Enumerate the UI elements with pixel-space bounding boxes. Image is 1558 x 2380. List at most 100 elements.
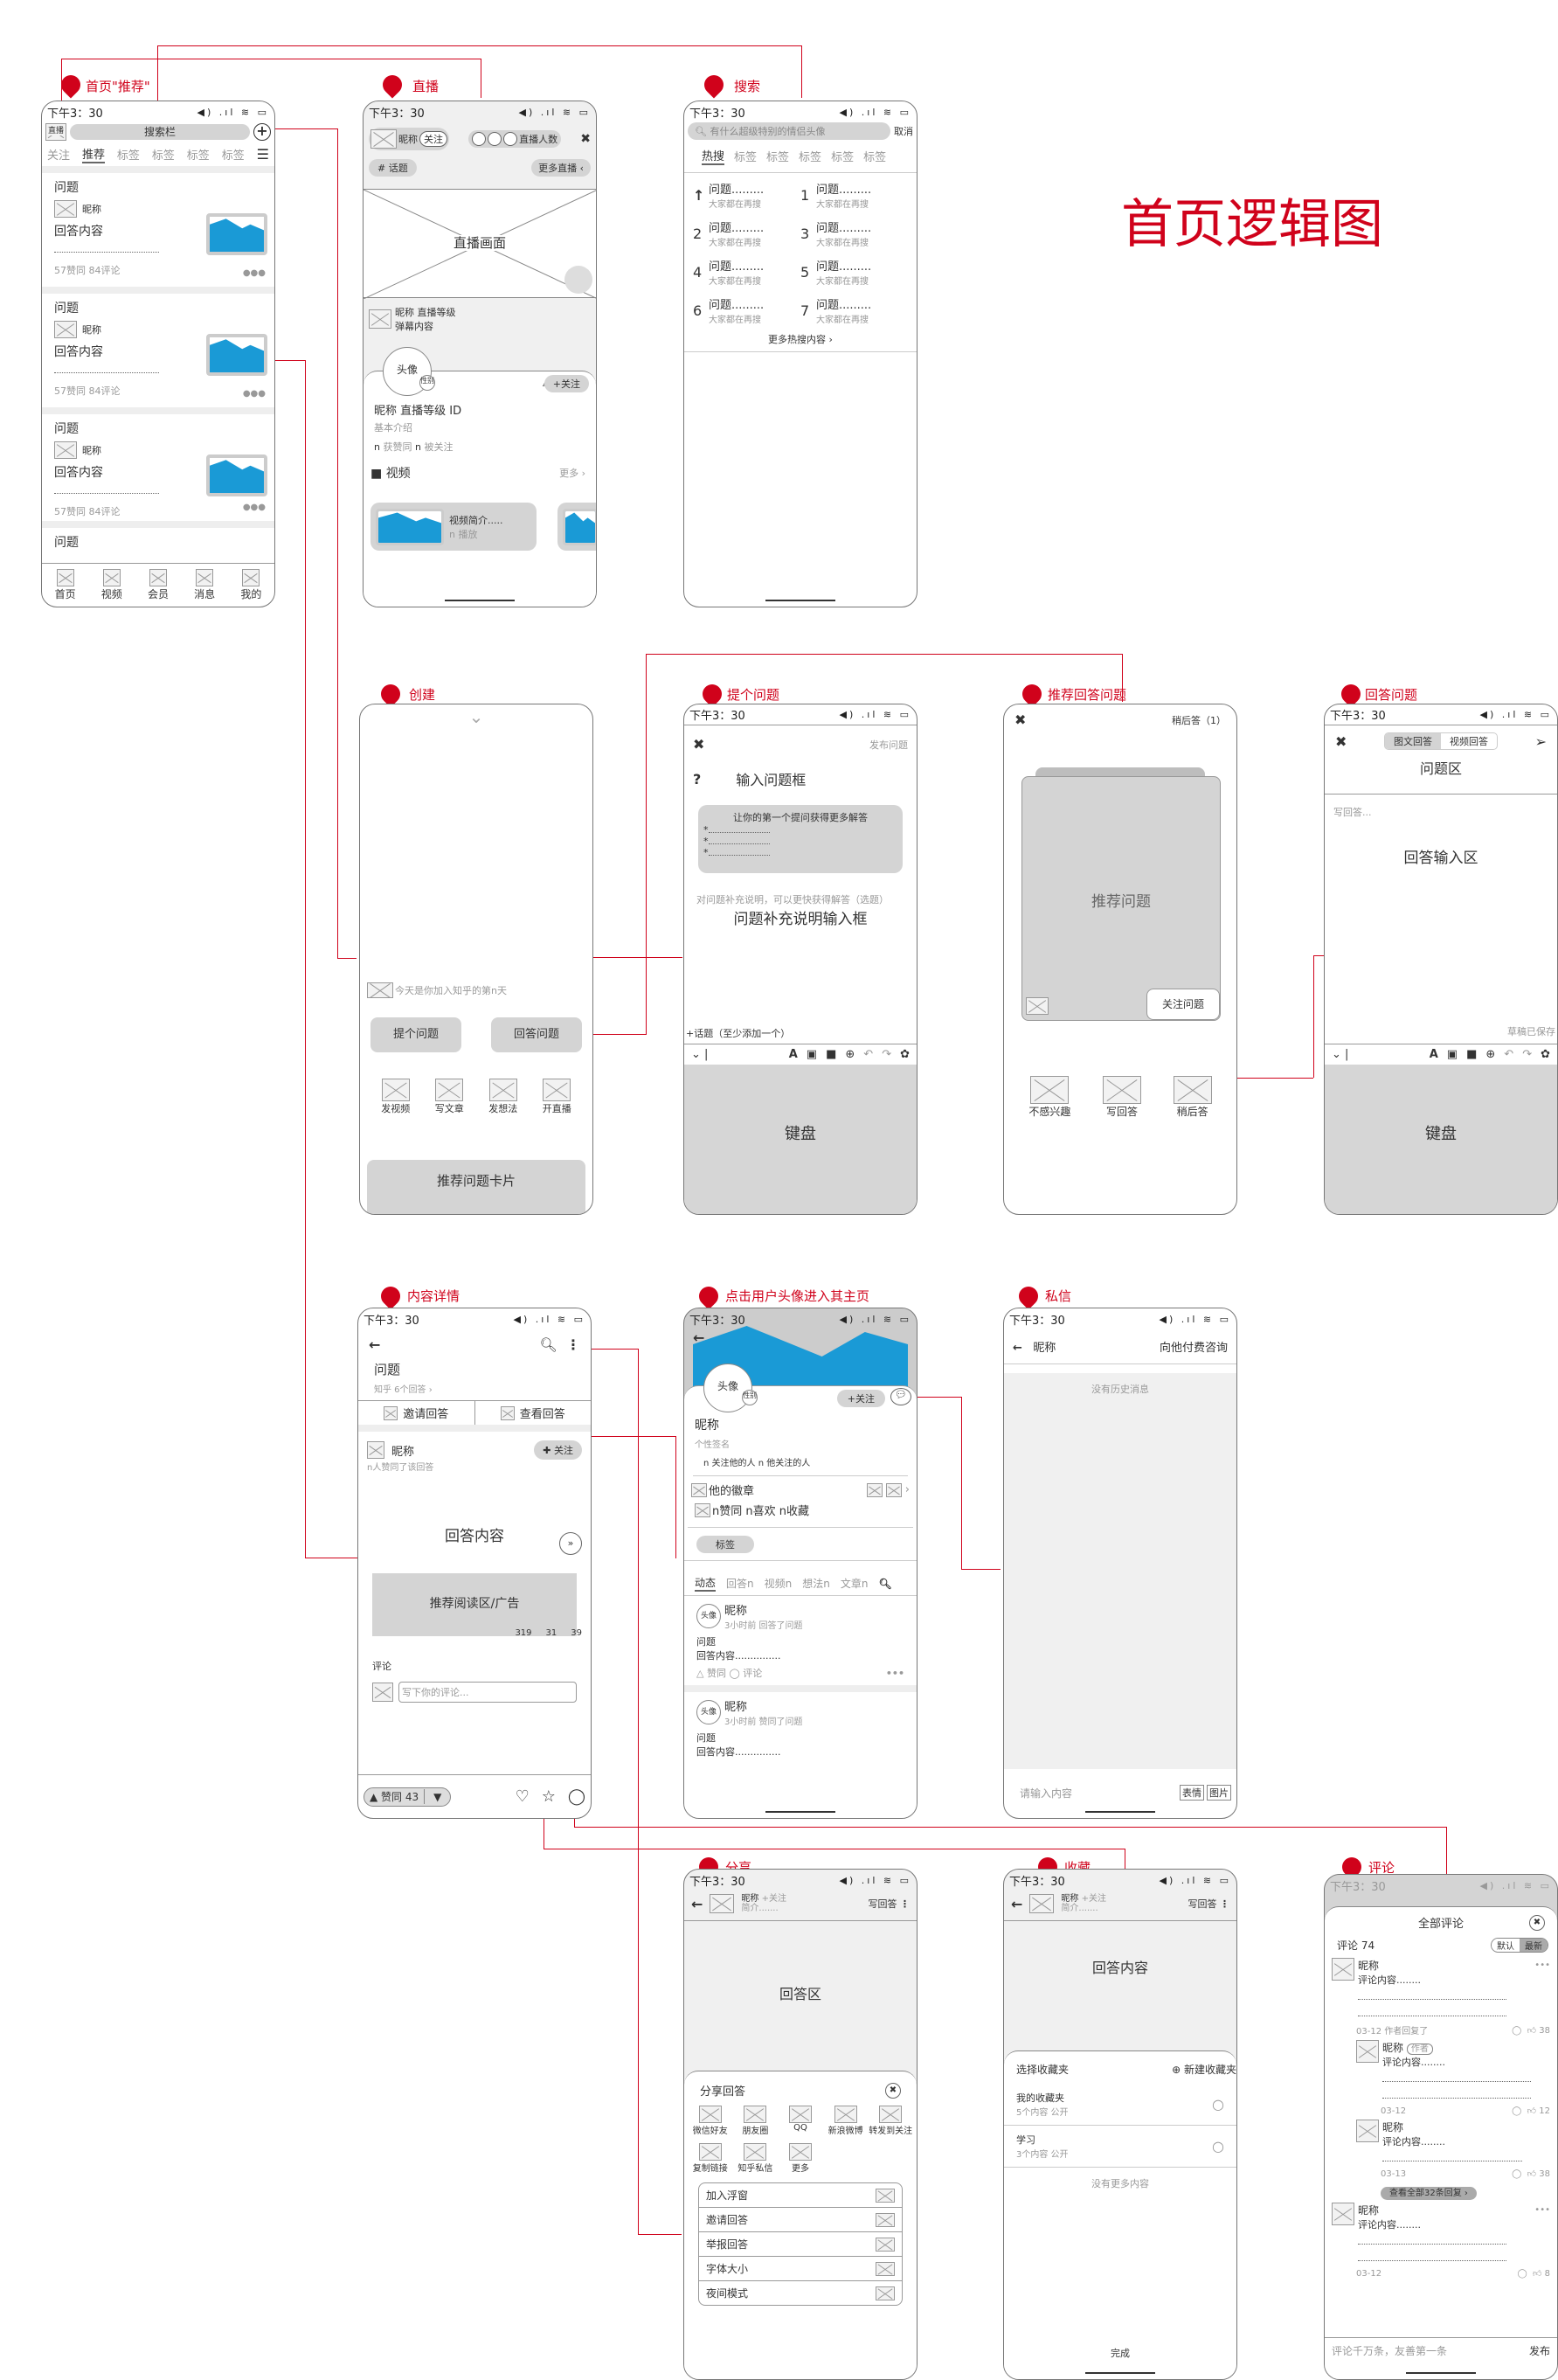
sort-default[interactable]: 默认 [1492,1939,1520,1952]
image-button[interactable]: 图片 [1207,1785,1231,1801]
menu-night-mode[interactable]: 夜间模式 [699,2281,902,2305]
tab-tag[interactable]: 标签 [734,151,758,164]
cancel-button[interactable]: 取消 [894,126,913,137]
share-copy-link[interactable]: 复制链接 [688,2143,733,2174]
back-icon[interactable]: ← [1013,1342,1022,1355]
write-answer-button[interactable]: 写回答 [868,1898,897,1910]
message-input[interactable]: 请输入内容 [1020,1787,1073,1800]
menu-icon[interactable]: ☰ [256,145,269,163]
tab-answers[interactable]: 回答n [726,1578,754,1590]
back-icon[interactable]: ← [369,1336,381,1353]
tab-tag[interactable]: 标签 [799,151,822,164]
share-weibo[interactable]: 新浪微博 [823,2106,869,2136]
nickname[interactable]: 昵称 [391,1445,415,1459]
menu-float-window[interactable]: 加入浮窗 [699,2183,902,2208]
write-answer-button[interactable]: 写回答 [1188,1898,1217,1910]
nav-home[interactable]: 首页 [55,569,76,601]
follow-button[interactable]: 关注 [419,131,447,147]
nav-profile[interactable]: 我的 [240,569,261,601]
tab-articles[interactable]: 文章n [840,1578,869,1590]
image-icon[interactable]: ▣ [806,1048,818,1061]
search-icon[interactable]: 🔍︎ [539,1336,557,1353]
view-all-replies-button[interactable]: 查看全部32条回复 › [1381,2187,1477,2200]
answer-later-button[interactable]: 稍后答 [1173,1076,1212,1119]
search-input[interactable]: 🔍︎ 有什么超级特别的情侣头像 [688,122,890,140]
close-icon[interactable]: ✖ [1014,711,1027,728]
follow-button[interactable]: +关注 [544,375,589,392]
emoji-button[interactable]: 表情 [1180,1785,1204,1801]
answer-input[interactable]: 回答输入区 [1403,850,1478,867]
hot-item[interactable]: ↑问题.........大家都在再搜 [693,184,765,210]
expand-icon[interactable]: » [559,1532,582,1555]
video-icon[interactable]: ■ [1466,1048,1478,1061]
start-live-button[interactable]: 开直播 [543,1079,571,1115]
tab-tag[interactable]: 标签 [863,151,887,164]
tab-tag[interactable]: 标签 [116,149,140,163]
share-qq[interactable]: QQ [778,2106,823,2136]
share-wechat[interactable]: 微信好友 [688,2106,733,2136]
undo-icon[interactable]: ↶ [1504,1048,1514,1061]
tag-chip[interactable]: 标签 [696,1536,754,1553]
more-icon[interactable]: ●●● [242,268,266,278]
more-videos-link[interactable]: 更多 › [559,468,585,479]
tab-hot[interactable]: 热搜 [702,147,725,165]
close-icon[interactable]: ✖ [1529,1914,1545,1931]
message-icon[interactable]: 💬︎ [890,1388,911,1405]
tab-videos[interactable]: 视频n [764,1578,793,1590]
text-format-icon[interactable]: A [1429,1048,1438,1061]
keyboard[interactable]: 键盘 [1325,1065,1557,1214]
done-button[interactable]: 完成 [1111,2348,1130,2359]
follow-button[interactable]: +关注 [836,1390,885,1407]
insert-icon[interactable]: ⊕ [1485,1048,1496,1061]
more-live-button[interactable]: 更多直播 ‹ [531,159,591,177]
more-vertical-icon[interactable]: ⋮ [566,1336,580,1353]
back-icon[interactable]: ← [1011,1895,1023,1912]
reply-item[interactable]: 昵称评论内容........ 03-13◯ 👍︎ 38 [1325,2116,1557,2179]
tab-tag[interactable]: 标签 [831,151,855,164]
question-meta[interactable]: 知乎 6个回答 › [374,1385,433,1395]
tab-video-answer[interactable]: 视频回答 [1450,736,1488,747]
follow-button[interactable]: +关注 [761,1894,786,1904]
text-format-icon[interactable]: A [788,1048,798,1061]
menu-font-size[interactable]: 字体大小 [699,2257,902,2281]
image-icon[interactable]: ▣ [1446,1048,1458,1061]
comment-item[interactable]: 昵称•••评论内容........ 03-12 作者回复了◯ 👍︎ 38 [1325,1958,1557,2037]
upvote-button[interactable]: ▲ 赞同 43 [364,1789,426,1804]
tab-tag[interactable]: 标签 [221,149,245,163]
tab-recommend[interactable]: 推荐 [81,145,105,163]
undo-icon[interactable]: ↶ [863,1048,874,1061]
add-topic-button[interactable]: +话题（至少添加一个） [686,1028,791,1039]
tab-follow[interactable]: 关注 [47,149,71,163]
close-icon[interactable]: ✖ [885,2082,901,2099]
answer-later-count[interactable]: 稍后答（1） [1172,714,1226,726]
post-video-button[interactable]: 发视频 [381,1079,410,1115]
send-icon[interactable]: ➢ [1534,732,1547,750]
write-article-button[interactable]: 写文章 [435,1079,464,1115]
tab-activity[interactable]: 动态 [695,1575,717,1592]
ask-question-button[interactable]: 提个问题 [370,1017,461,1052]
tab-tag[interactable]: 标签 [766,151,790,164]
avatar[interactable]: 头像 [703,1363,752,1412]
avatar[interactable] [710,1894,735,1913]
keyboard[interactable]: 键盘 [684,1065,917,1214]
answer-input-placeholder[interactable]: 写回答... [1333,807,1372,818]
avatar[interactable] [1029,1894,1055,1913]
tab-text-answer[interactable]: 图文回答 [1385,733,1441,749]
share-repost[interactable]: 转发到关注 [868,2106,913,2136]
feed-card[interactable]: 问题 昵称 回答内容 57赞同 84评论 ●●● [42,414,274,521]
menu-invite-answer[interactable]: 邀请回答 [699,2208,902,2232]
close-icon[interactable]: ✖ [1335,732,1347,750]
share-more[interactable]: 更多 [778,2143,823,2174]
paid-consult-button[interactable]: 向他付费咨询 [1159,1342,1228,1355]
badges-row[interactable]: 他的徽章 › [684,1476,917,1498]
